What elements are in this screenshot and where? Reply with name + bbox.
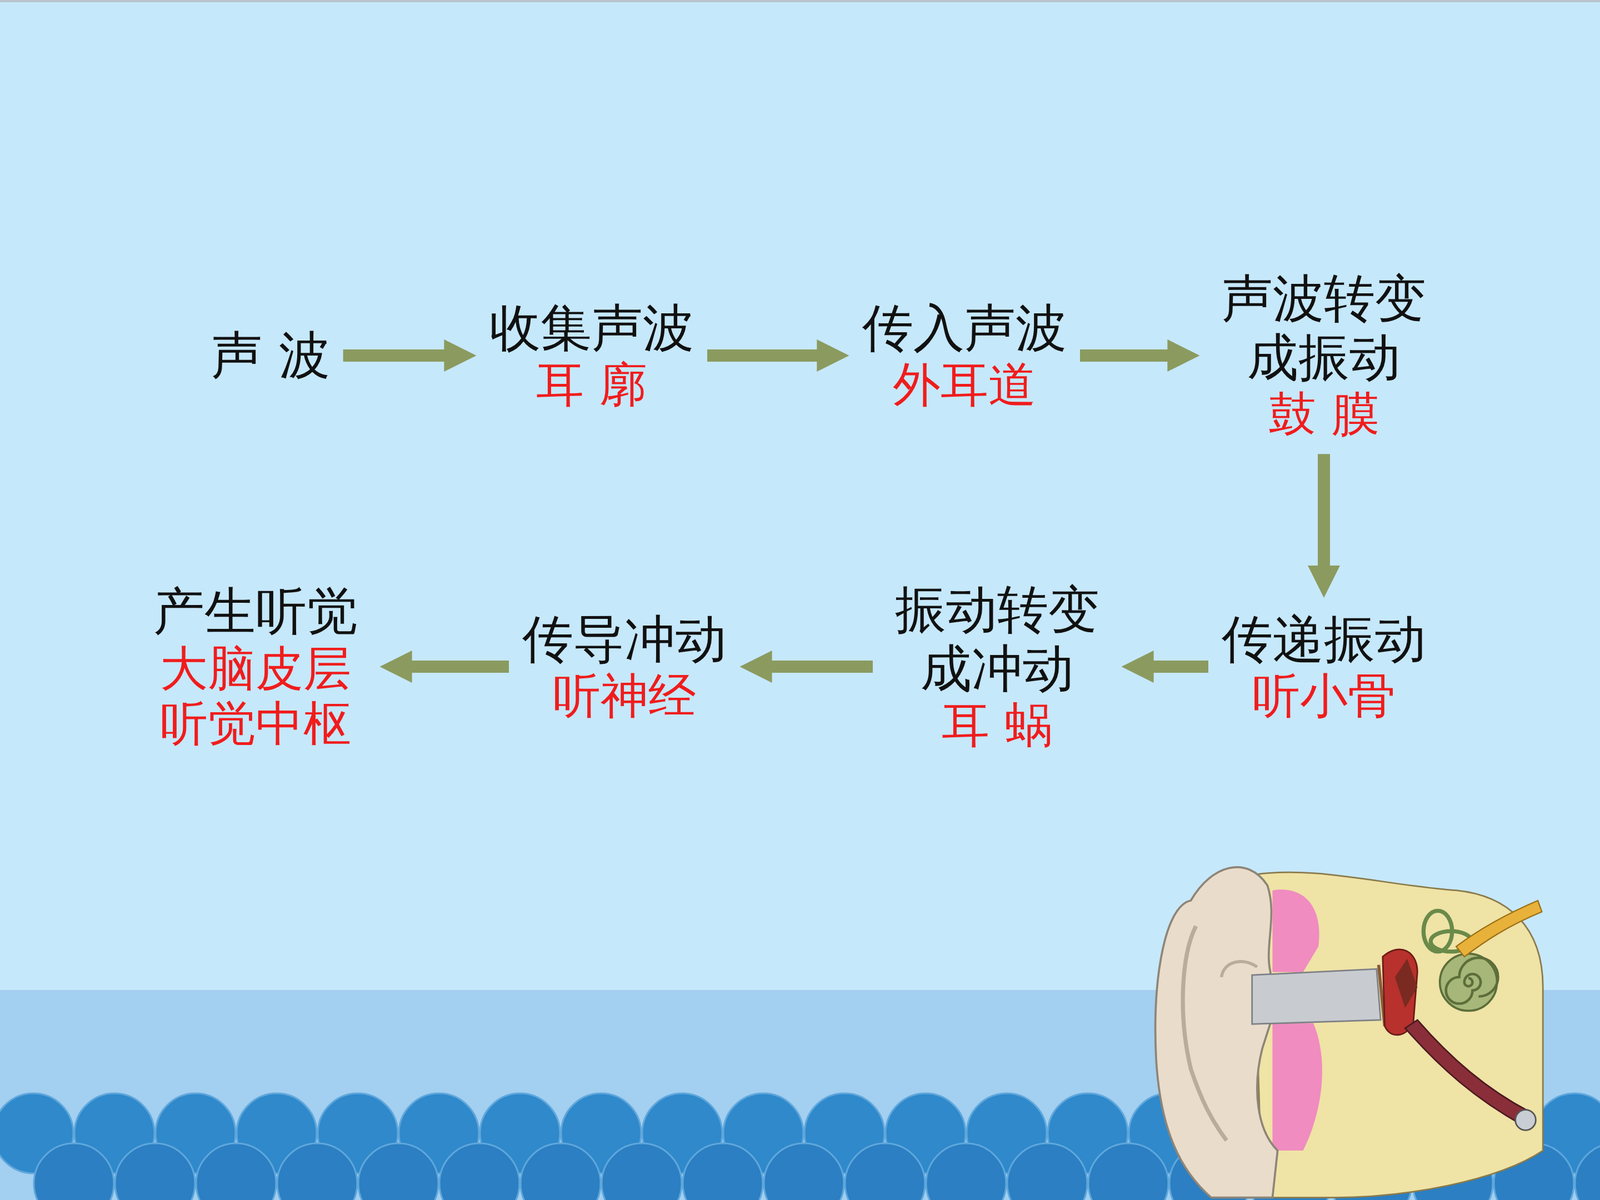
organ-label: 大脑皮层 听觉中枢	[144, 641, 367, 752]
wave-circle	[1088, 1143, 1169, 1200]
flow-arrow	[343, 349, 451, 362]
ossicles	[1395, 958, 1418, 1008]
step-text: 传导冲动	[522, 610, 727, 669]
wave-circle	[358, 1143, 439, 1200]
flow-step: 产生听觉大脑皮层 听觉中枢	[138, 577, 373, 756]
flow-arrow	[1147, 660, 1209, 673]
step-text: 振动转变成冲动	[886, 580, 1109, 699]
ear-canal	[1252, 968, 1381, 1024]
step-text: 收集声波	[489, 298, 694, 358]
step-text: 传递振动	[1221, 610, 1427, 669]
step-text: 传入声波	[862, 298, 1067, 358]
organ-label: 听小骨	[1252, 668, 1396, 724]
step-text: 声 波	[211, 326, 330, 385]
eustachian-tube	[1405, 1020, 1530, 1125]
cochlea-spiral	[1446, 957, 1499, 1004]
flow-step: 收集声波耳 廓	[483, 294, 700, 418]
tube-opening	[1515, 1110, 1537, 1131]
wave-circle	[439, 1143, 520, 1200]
flow-arrow	[405, 660, 509, 673]
wave-circle	[1575, 1143, 1600, 1200]
wave-circle	[115, 1143, 195, 1200]
auditory-nerve	[1456, 900, 1542, 957]
flow-arrow	[765, 660, 873, 673]
temporal-bone	[1252, 872, 1544, 1198]
flow-step: 传入声波外耳道	[856, 294, 1073, 418]
wave-circle	[196, 1143, 277, 1200]
organ-label: 鼓 膜	[1212, 386, 1435, 442]
flow-step: 传递振动听小骨	[1216, 605, 1432, 729]
flow-step: 声 波	[205, 321, 335, 390]
top-rule	[0, 0, 1600, 3]
flow-step: 传导冲动听神经	[516, 605, 733, 729]
wave-circle	[763, 1143, 844, 1200]
organ-label: 耳 蜗	[886, 697, 1109, 753]
wave-circle	[926, 1143, 1007, 1200]
wave-circle	[1007, 1143, 1088, 1200]
flow-step: 振动转变成冲动耳 蜗	[880, 576, 1114, 758]
wave-circle	[520, 1143, 601, 1200]
organ-label: 听神经	[552, 668, 697, 724]
step-text: 产生听觉	[144, 582, 367, 642]
cartilage	[1272, 1022, 1323, 1151]
step-text: 声波转变成振动	[1212, 269, 1435, 388]
wave-circle	[33, 1143, 114, 1200]
wave-circle	[682, 1143, 763, 1200]
pinna	[1155, 867, 1278, 1198]
wave-circle	[277, 1143, 358, 1200]
middle-ear	[1382, 949, 1418, 1035]
organ-label: 外耳道	[892, 357, 1037, 413]
cartilage	[1272, 889, 1319, 972]
flow-arrow	[707, 349, 824, 362]
wave-circle	[601, 1143, 682, 1200]
pinna-fold	[1182, 926, 1227, 1141]
ear-illustration	[1155, 867, 1544, 1198]
flow-step: 声波转变成振动鼓 膜	[1207, 265, 1441, 447]
flow-arrow	[1317, 453, 1330, 572]
wave-circle	[845, 1143, 925, 1200]
organ-label: 耳 廓	[536, 357, 647, 413]
flow-arrow	[1080, 349, 1174, 362]
